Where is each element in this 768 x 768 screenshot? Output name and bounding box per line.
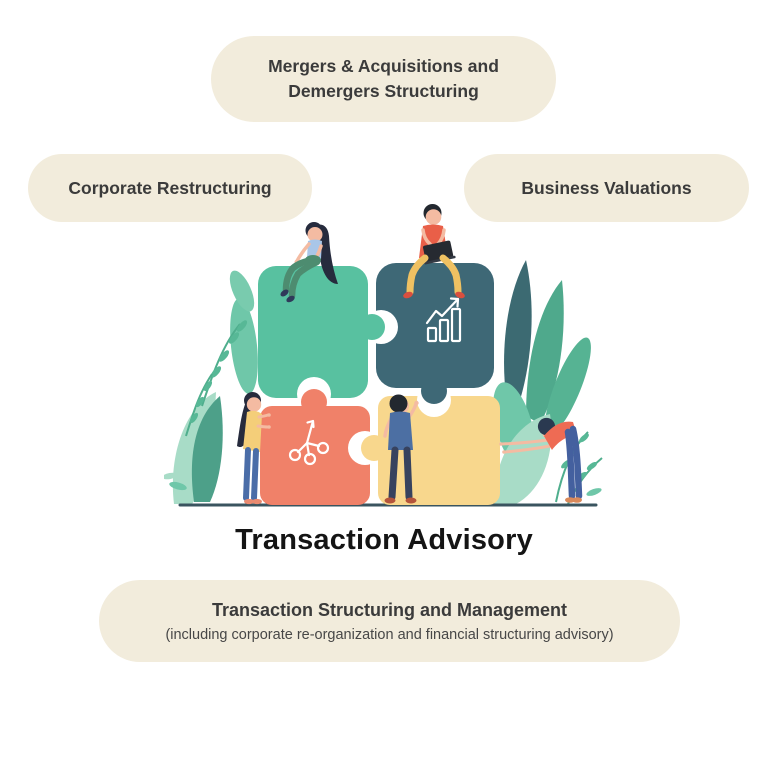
bubble-transaction-structuring: Transaction Structuring and Management (…	[99, 580, 680, 662]
person-center-man	[383, 394, 419, 504]
bubble-business-valuations: Business Valuations	[464, 154, 749, 222]
bubble-mergers-acquisitions: Mergers & Acquisitions and Demergers Str…	[211, 36, 556, 122]
bubble-valuations-label: Business Valuations	[521, 177, 692, 198]
bubble-corporate-label: Corporate Restructuring	[68, 177, 272, 198]
bubble-mergers-line2: Demergers Structuring	[288, 81, 479, 101]
bubble-mergers-line1: Mergers & Acquisitions and	[268, 56, 499, 76]
person-laptop-man	[403, 204, 465, 299]
bubble-corporate-restructuring: Corporate Restructuring	[28, 154, 312, 222]
person-sitting-woman	[280, 222, 338, 303]
bubble-bottom-subtitle: (including corporate re-organization and…	[165, 626, 614, 643]
growth-chart-icon	[425, 297, 462, 343]
illustration-svg	[162, 204, 603, 507]
share-branch-icon	[288, 419, 330, 466]
page-title: Transaction Advisory	[235, 524, 533, 556]
plants-right	[493, 260, 603, 505]
plants-left	[162, 270, 258, 504]
puzzle-piece-coral	[260, 406, 370, 505]
puzzle-teamwork-illustration	[162, 196, 604, 512]
puzzle-piece-green	[258, 266, 368, 398]
puzzle-pieces	[258, 263, 500, 505]
bubble-bottom-title: Transaction Structuring and Management	[211, 599, 568, 620]
person-pushing	[499, 417, 583, 503]
person-standing-woman	[237, 392, 271, 505]
